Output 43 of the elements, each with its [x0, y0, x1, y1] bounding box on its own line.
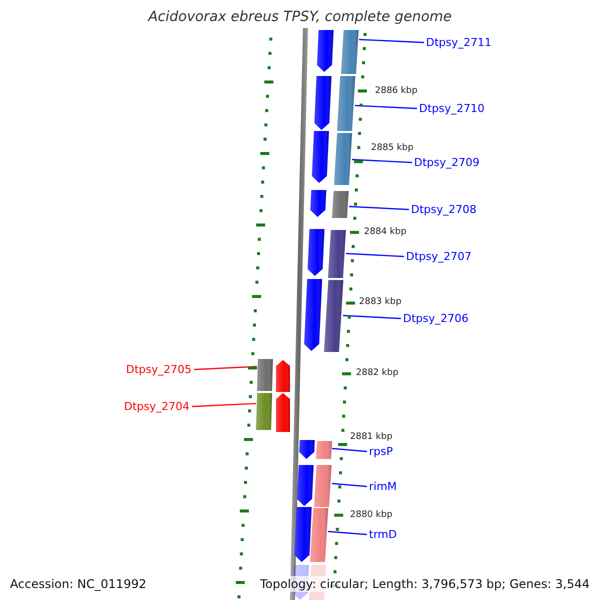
gene-label: trmD [369, 528, 397, 541]
gene-bar [332, 191, 349, 218]
leader-line [192, 402, 256, 408]
coordinate-label: 2886 kbp [375, 86, 418, 97]
coordinate-label: 2880 kbp [350, 510, 392, 521]
coordinate-label: 2882 kbp [356, 368, 398, 379]
gene-label: rimM [369, 480, 397, 493]
leader-line [346, 252, 404, 258]
gene-bar [337, 76, 356, 131]
genome-summary-text: Topology: circular; Length: 3,796,573 bp; Genes: 3,544 [258, 576, 592, 592]
gene-bar [316, 441, 333, 459]
gene-label: rpsP [369, 445, 393, 458]
gene-bar [314, 465, 332, 507]
coordinate-label: 2884 kbp [364, 227, 406, 238]
gene-bar [340, 30, 358, 74]
gene-label: Dtpsy_2707 [406, 250, 472, 263]
coordinate-label: 2883 kbp [359, 297, 402, 308]
leader-line [332, 482, 368, 488]
gene-bar [310, 508, 328, 562]
coordinate-label: 2881 kbp [350, 432, 392, 443]
gene-label: Dtpsy_2706 [403, 312, 469, 325]
accession-text: Accession: NC_011992 [10, 576, 146, 592]
leader-line [348, 206, 410, 210]
leader-line [194, 366, 258, 370]
gene-label: Dtpsy_2705 [126, 363, 192, 376]
gene-bar [334, 133, 352, 185]
leader-line [358, 38, 424, 44]
gene-label: Dtpsy_2704 [124, 400, 190, 413]
leader-line [332, 448, 368, 452]
gene-label: Dtpsy_2710 [419, 102, 485, 115]
diagram-title: Acidovorax ebreus TPSY, complete genome [146, 9, 453, 25]
gene-bar [256, 393, 272, 430]
gene-label: Dtpsy_2711 [426, 36, 492, 49]
gene-bar [324, 280, 344, 352]
leader-line [354, 104, 418, 110]
gene-label: Dtpsy_2709 [414, 156, 480, 169]
leader-line [328, 530, 368, 536]
gene-label: Dtpsy_2708 [411, 203, 477, 216]
leader-line [352, 158, 412, 164]
gene-bar [257, 359, 274, 391]
coordinate-label: 2885 kbp [371, 143, 414, 154]
leader-line [342, 314, 402, 320]
gene-bar [328, 230, 346, 278]
